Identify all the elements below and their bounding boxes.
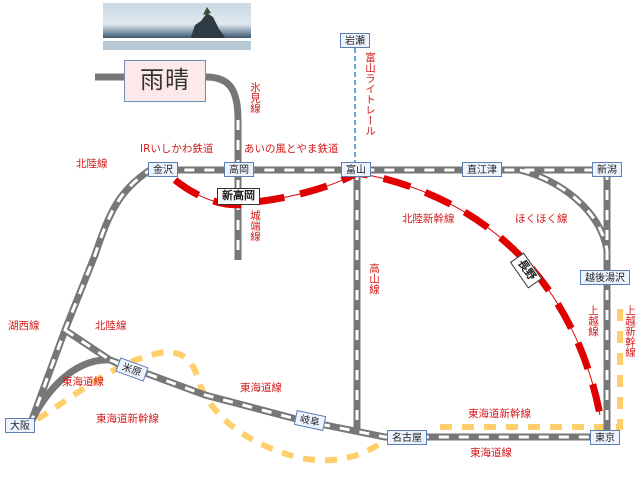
station-takaoka[interactable]: 高岡 [224, 162, 254, 177]
line-label-hokuriku-shinkansen: 北陸新幹線 [402, 213, 455, 225]
station-toyama[interactable]: 富山 [341, 162, 371, 177]
station-shin-takaoka[interactable]: 新高岡 [217, 188, 260, 205]
station-niigata[interactable]: 新潟 [592, 162, 622, 177]
line-label-johana: 城端線 [249, 210, 261, 242]
line-label-joetsu-shinkansen: 上越新幹線 [624, 305, 636, 358]
page-title: 雨晴 [124, 60, 206, 102]
line-label-himi: 氷見線 [249, 82, 261, 114]
tokaido-shinkansen-route [16, 300, 623, 464]
line-label-ainokaze: あいの風とやま鉄道 [244, 143, 339, 155]
station-iwase[interactable]: 岩瀬 [340, 33, 370, 48]
line-label-kosei: 湖西線 [8, 320, 40, 332]
amaharashi-coast-rock-photo [103, 3, 251, 50]
line-label-hokuriku-top: 北陸線 [76, 158, 108, 170]
station-kanazawa[interactable]: 金沢 [148, 162, 178, 177]
jr-lines [26, 73, 611, 441]
line-label-joetsu: 上越線 [587, 305, 599, 337]
line-label-tokaido-shinkansen-right: 東海道新幹線 [468, 408, 531, 420]
line-label-ir-ishikawa: IRいしかわ鉄道 [140, 143, 214, 155]
line-label-toyama-light-rail: 富山ライトレール [364, 52, 376, 136]
rock-island-icon [103, 7, 251, 50]
line-label-hokuriku-left: 北陸線 [95, 320, 127, 332]
station-echigo-yuzawa[interactable]: 越後湯沢 [580, 270, 630, 285]
line-label-takayama: 高山線 [368, 263, 380, 295]
station-naoetsu[interactable]: 直江津 [462, 162, 502, 177]
line-label-tokaido-bottom: 東海道線 [470, 447, 512, 459]
line-label-tokaido-left: 東海道線 [62, 376, 104, 388]
line-label-tokaido-mid: 東海道線 [240, 382, 282, 394]
line-label-hokuhoku: ほくほく線 [515, 213, 568, 225]
station-tokyo[interactable]: 東京 [590, 430, 620, 445]
station-osaka[interactable]: 大阪 [5, 418, 35, 433]
station-nagoya[interactable]: 名古屋 [387, 430, 427, 445]
line-label-tokaido-shinkansen-left: 東海道新幹線 [96, 413, 159, 425]
